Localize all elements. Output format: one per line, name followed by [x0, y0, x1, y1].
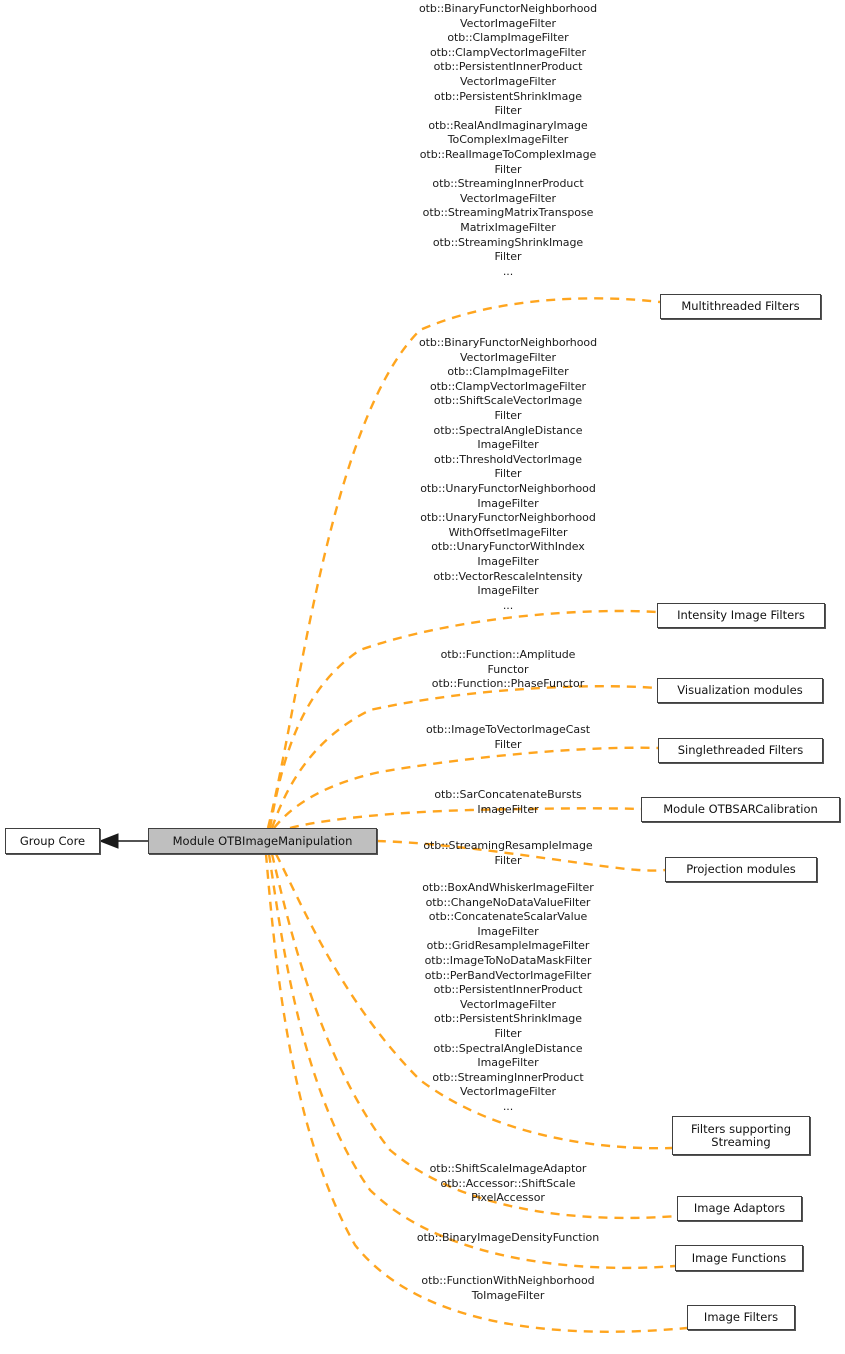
- node-module-otbimagemanipulation[interactable]: Module OTBImageManipulation: [148, 828, 377, 854]
- node-visualization-modules[interactable]: Visualization modules: [657, 678, 823, 703]
- node-image-functions[interactable]: Image Functions: [675, 1245, 803, 1271]
- node-singlethreaded-filters[interactable]: Singlethreaded Filters: [658, 738, 823, 763]
- node-projection-modules[interactable]: Projection modules: [665, 857, 817, 882]
- node-intensity-image-filters[interactable]: Intensity Image Filters: [657, 603, 825, 628]
- node-image-adaptors[interactable]: Image Adaptors: [677, 1196, 802, 1221]
- edge-label-functions: otb::BinaryImageDensityFunction: [416, 1231, 600, 1244]
- edge-label-intensity: otb::BinaryFunctorNeighborhood VectorIma…: [418, 336, 598, 612]
- node-image-filters[interactable]: Image Filters: [687, 1305, 795, 1330]
- edge-label-adaptors: otb::ShiftScaleImageAdaptor otb::Accesso…: [429, 1162, 587, 1205]
- node-filters-supporting-streaming[interactable]: Filters supporting Streaming: [672, 1116, 810, 1155]
- edge-label-sarcalibration: otb::SarConcatenateBursts ImageFilter: [434, 788, 582, 816]
- node-multithreaded-filters[interactable]: Multithreaded Filters: [660, 294, 821, 319]
- edge-label-multithreaded: otb::BinaryFunctorNeighborhood VectorIma…: [418, 2, 598, 278]
- edge-label-visualization: otb::Function::Amplitude Functor otb::Fu…: [431, 648, 585, 691]
- inheritance-arrow: [98, 833, 148, 849]
- node-group-core[interactable]: Group Core: [5, 828, 100, 854]
- edge-label-streaming: otb::BoxAndWhiskerImageFilter otb::Chang…: [422, 881, 594, 1113]
- edge-label-filters: otb::FunctionWithNeighborhood ToImageFil…: [421, 1274, 595, 1302]
- edge-label-projection: otb::StreamingResampleImage Filter: [423, 839, 593, 867]
- node-module-otbsarcalibration[interactable]: Module OTBSARCalibration: [641, 797, 840, 822]
- edge-label-singlethreaded: otb::ImageToVectorImageCast Filter: [425, 723, 591, 751]
